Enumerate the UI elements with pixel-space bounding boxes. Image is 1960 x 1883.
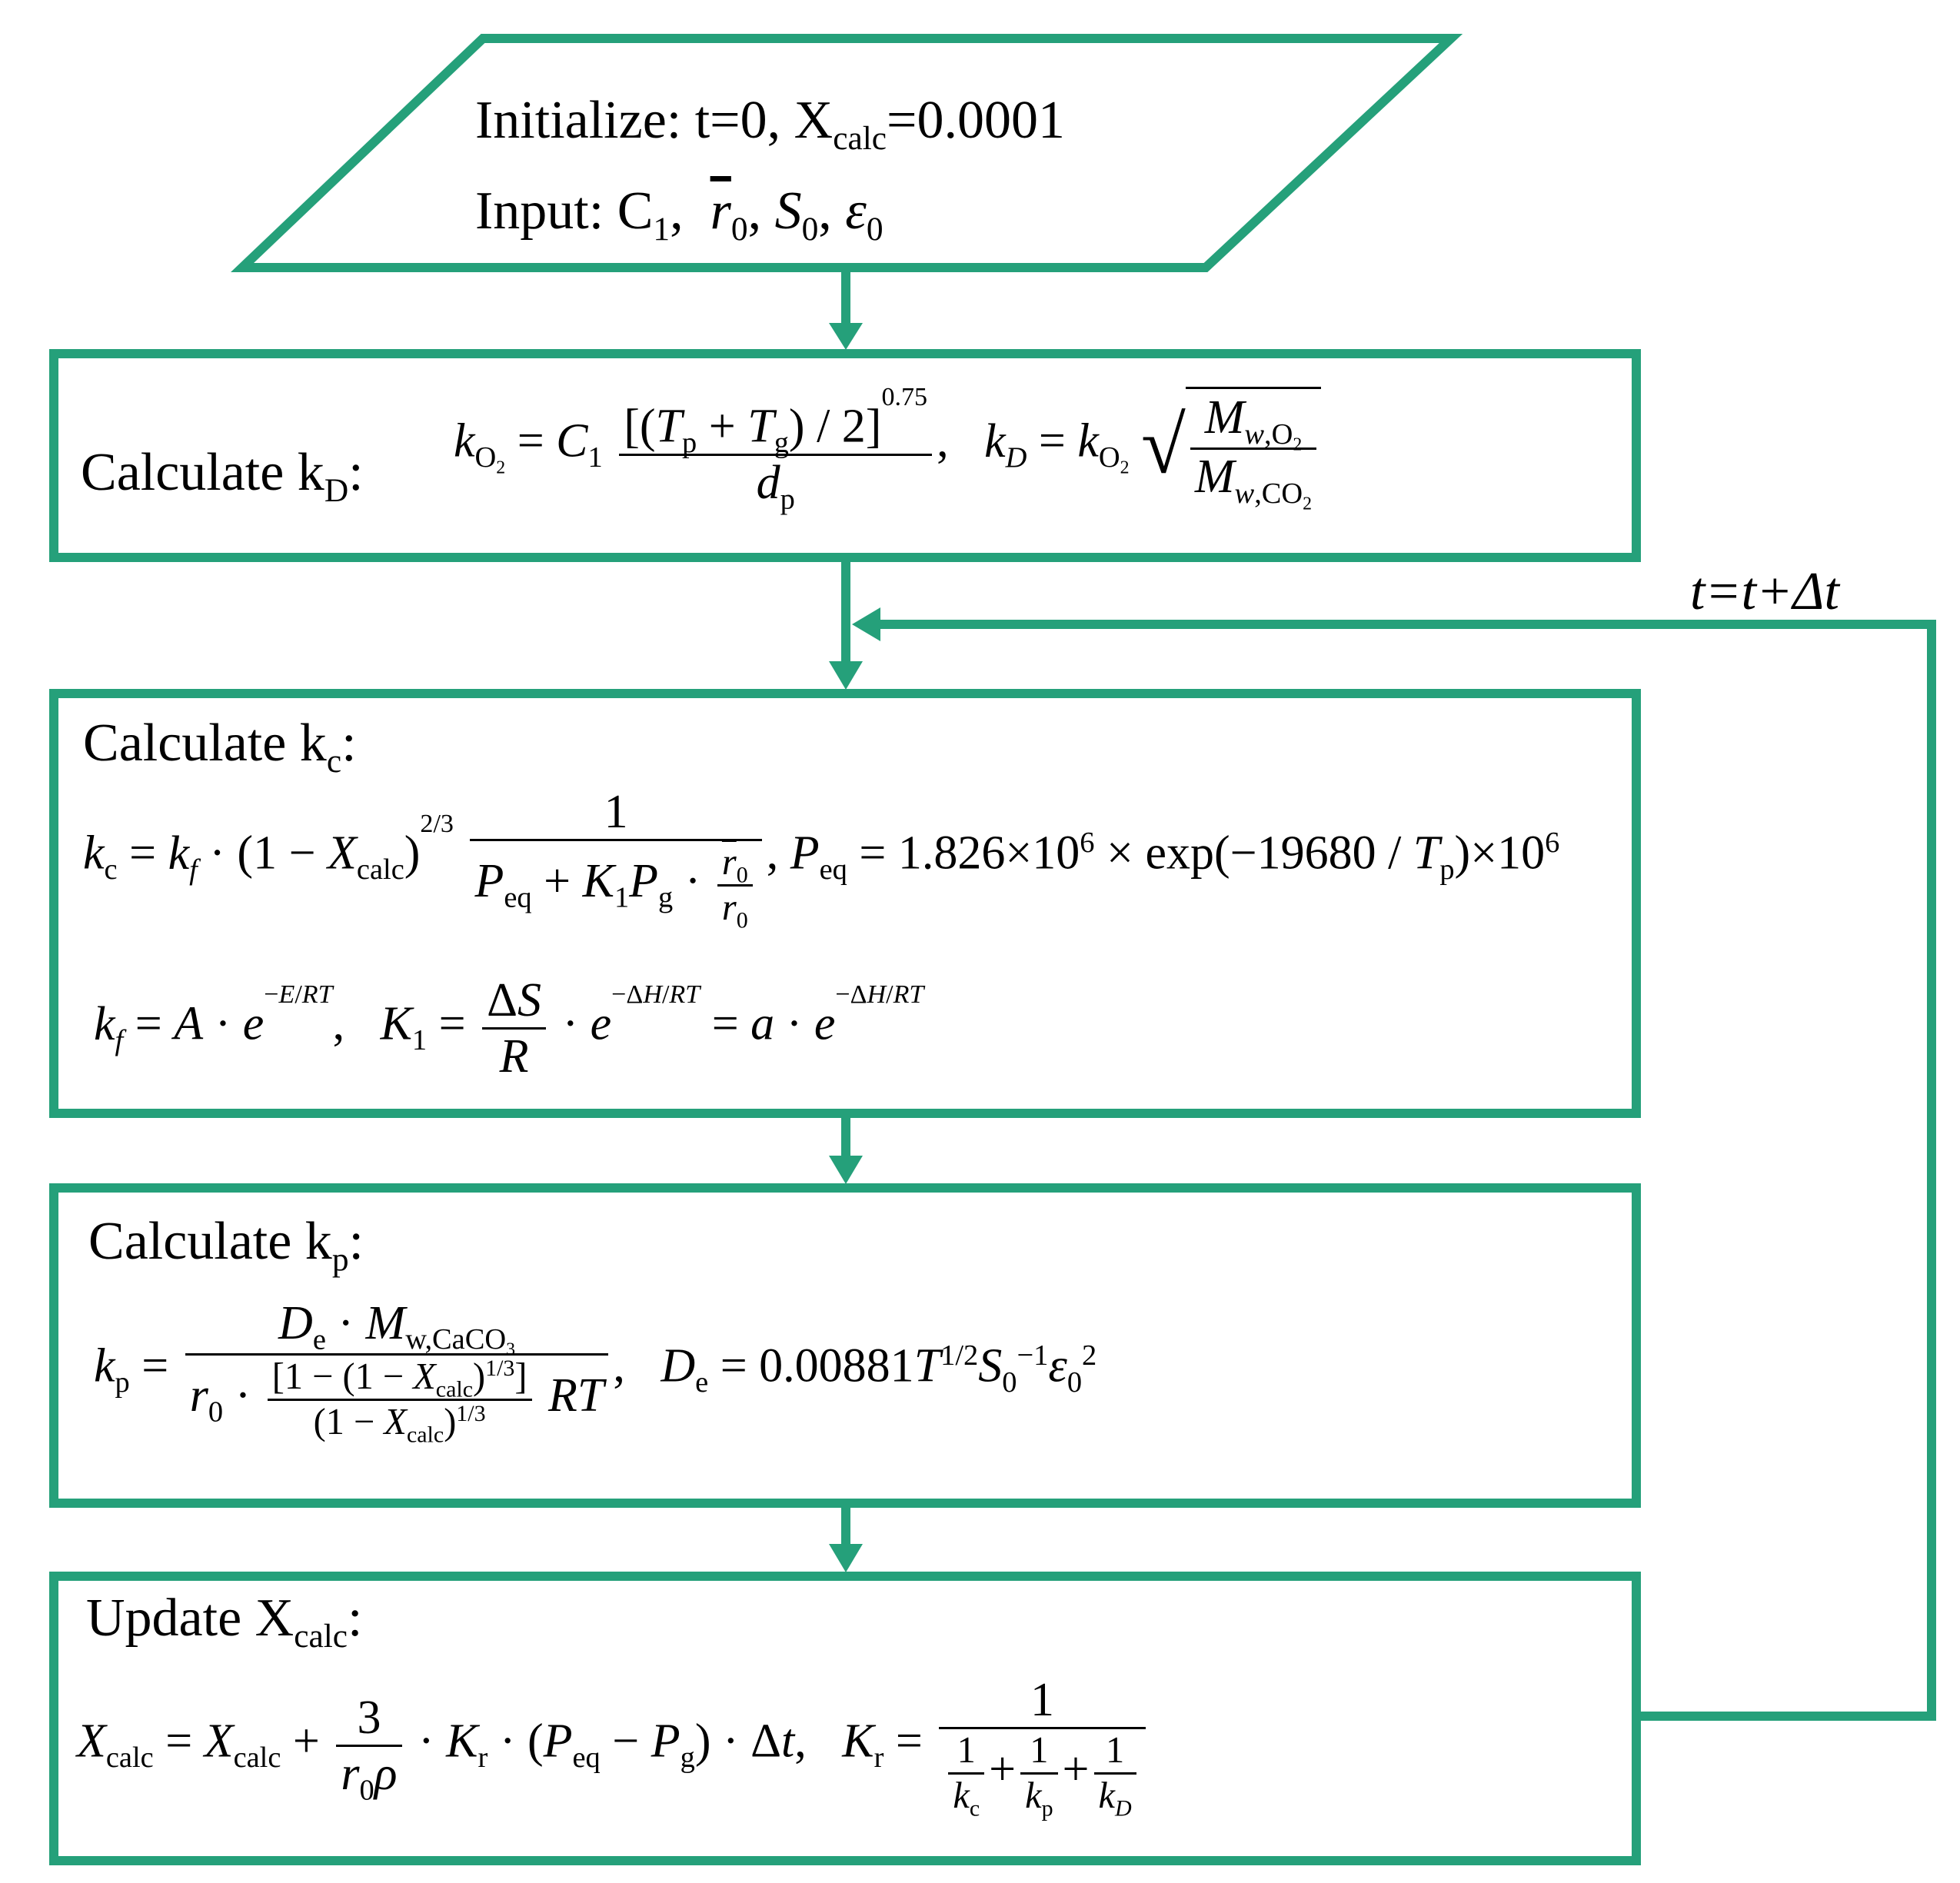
arrowhead-2 (829, 661, 863, 690)
kc-title: Calculate kc: (83, 714, 357, 780)
kd-title: Calculate kD: (81, 443, 364, 509)
arrowhead-3 (829, 1156, 863, 1184)
arrowhead-4 (829, 1544, 863, 1572)
loop-arrowhead (852, 607, 880, 641)
loop-line (877, 620, 1936, 1721)
arrowhead-1 (829, 323, 863, 350)
initialize-line: Initialize: t=0, Xcalc=0.0001 (475, 91, 1066, 157)
kp-title: Calculate kp: (88, 1212, 364, 1278)
input-line: Input: C1, r0, S0, ε0 (475, 181, 883, 248)
loop-label: t=t+Δt (1690, 562, 1839, 621)
update-title: Update Xcalc: (86, 1589, 363, 1655)
start-parallelogram (230, 34, 1463, 272)
